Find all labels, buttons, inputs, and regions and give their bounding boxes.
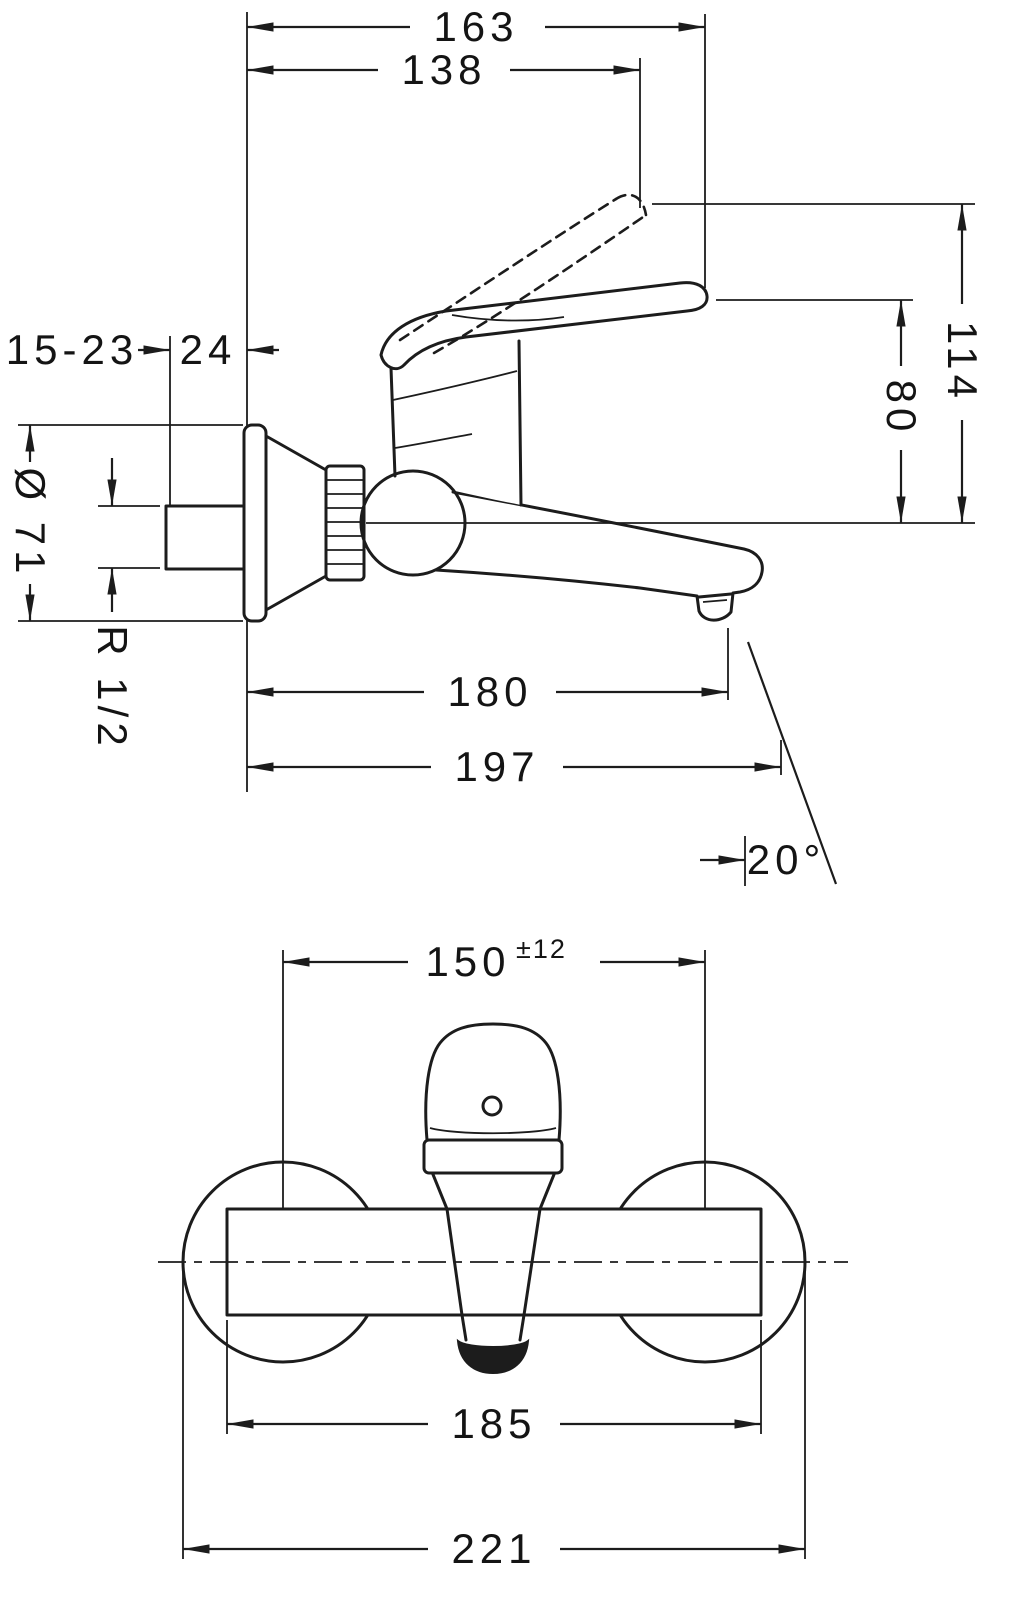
dome-seam-line [429, 1127, 557, 1135]
front-view-dimensions: 150 ±12 185 221 [183, 934, 805, 1572]
dim-thread-label: R 1/2 [89, 625, 136, 750]
dim-20deg-label: 20° [747, 836, 826, 883]
collar-neck-lines [430, 1170, 557, 1211]
set-screw [481, 1095, 503, 1117]
mixer-body-fill [391, 328, 521, 505]
dim-150-tolerance-label: ±12 [516, 934, 567, 964]
dim-15-23-label: 15-23 [6, 326, 138, 373]
side-view: 163 138 15-23 24 Ø 71 R 1/2 80 114 180 [6, 3, 986, 886]
dim-80-label: 80 [878, 380, 925, 437]
side-view-dimensions: 163 138 15-23 24 Ø 71 R 1/2 80 114 180 [6, 3, 986, 883]
handle-collar [422, 1138, 564, 1175]
dim-dia71-label: Ø 71 [7, 467, 54, 578]
body-seam-line [392, 370, 518, 401]
front-view: 150 ±12 185 221 [158, 934, 848, 1572]
front-view-extension-lines [182, 950, 806, 1559]
faucet-side-profile [164, 193, 975, 623]
dim-197-label: 197 [454, 743, 539, 790]
spout-angle-line [746, 641, 838, 885]
lever-handle-outline [379, 281, 709, 371]
dim-150-label: 150 [425, 938, 510, 985]
aerator-taper-lines [460, 1313, 526, 1342]
dim-24-label: 24 [180, 326, 237, 373]
aerator-detail-line [702, 599, 728, 603]
lever-sculpt-line [451, 314, 565, 322]
spout-outline [434, 490, 764, 622]
handle-dome [424, 1022, 562, 1142]
spout-fill [429, 492, 763, 621]
dim-221-label: 221 [451, 1525, 536, 1572]
union-nut-ribs [326, 479, 364, 565]
dim-185-label: 185 [451, 1400, 536, 1447]
escutcheon-cone [264, 434, 328, 612]
faucet-front-profile [158, 1022, 848, 1375]
escutcheon-plate [242, 423, 268, 623]
lever-raised-dashed [398, 193, 648, 355]
lever-handle-fill [381, 282, 708, 369]
dim-114-label: 114 [939, 321, 986, 403]
aerator-outlet [456, 1338, 530, 1375]
dim-180-label: 180 [447, 668, 532, 715]
threaded-nipple [164, 504, 246, 571]
dim-138-label: 138 [401, 46, 486, 93]
body-detail-line [394, 433, 473, 449]
dim-163-label: 163 [433, 3, 518, 50]
union-nut [324, 464, 366, 582]
